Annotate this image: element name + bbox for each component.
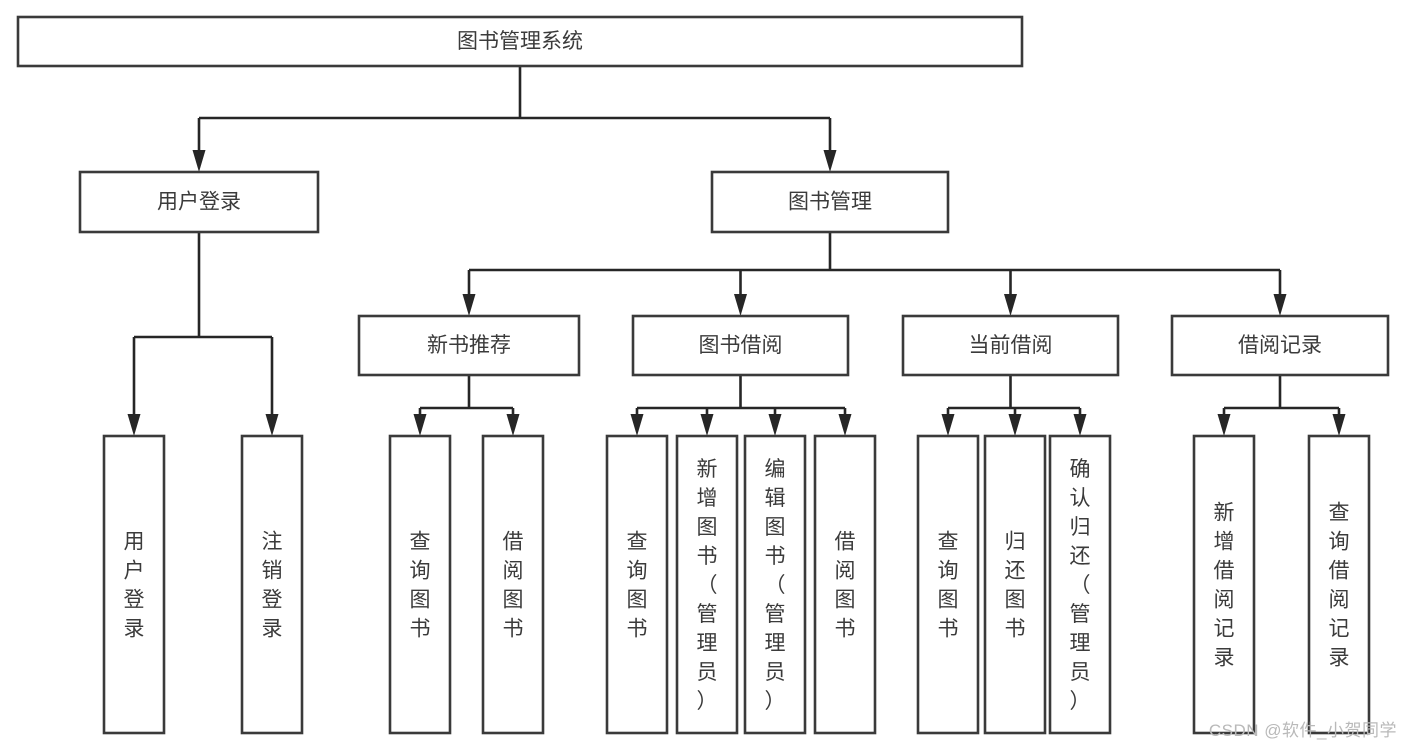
arrow-head-leaf-borrow-book (838, 414, 852, 436)
node-box-leaf-query-book-current (916, 434, 980, 735)
node-label-leaf-query-book-current: 查询图书 (938, 531, 959, 641)
node-new-book-recommend[interactable]: 新书推荐 (357, 314, 581, 377)
node-book-manage[interactable]: 图书管理 (710, 170, 950, 234)
node-label-leaf-borrow-book: 借阅图书 (835, 531, 856, 641)
node-box-root (16, 15, 1024, 68)
node-label-leaf-return-book: 归还图书 (1005, 531, 1026, 641)
node-leaf-borrow-book[interactable]: 借阅图书 (813, 434, 877, 735)
arrow-head-borrow-record (1273, 294, 1287, 316)
node-box-leaf-add-borrow-record (1192, 434, 1256, 735)
csdn-watermark: CSDN @软件_小贺同学 (1208, 721, 1397, 740)
node-leaf-return-book[interactable]: 归还图书 (983, 434, 1047, 735)
arrow-head-book-manage (823, 150, 837, 172)
node-label-leaf-confirm-return: 确认归还（管理员） (1070, 458, 1091, 713)
connector-layer (127, 66, 1346, 436)
node-label-book-borrow: 图书借阅 (699, 334, 783, 357)
node-root[interactable]: 图书管理系统 (16, 15, 1024, 68)
arrow-head-user-login (192, 150, 206, 172)
arrow-head-current-borrow (1004, 294, 1017, 316)
node-label-borrow-record: 借阅记录 (1238, 334, 1322, 357)
edges-from-root (192, 66, 837, 172)
node-box-borrow-record (1170, 314, 1390, 377)
edges-from-user-login (127, 232, 279, 436)
node-layer: 图书管理系统用户登录图书管理新书推荐图书借阅当前借阅借阅记录用户登录注销登录查询… (16, 15, 1390, 735)
node-leaf-borrow-book-recommend[interactable]: 借阅图书 (481, 434, 545, 735)
node-user-login[interactable]: 用户登录 (78, 170, 320, 234)
node-box-leaf-user-login (102, 434, 166, 735)
node-leaf-confirm-return[interactable]: 确认归还（管理员） (1048, 434, 1112, 735)
node-current-borrow[interactable]: 当前借阅 (901, 314, 1120, 377)
node-leaf-user-login[interactable]: 用户登录 (102, 434, 166, 735)
arrow-head-leaf-add-book (700, 414, 714, 436)
arrow-head-new-book-recommend (462, 294, 476, 316)
node-box-leaf-query-borrow-record (1307, 434, 1371, 735)
node-label-leaf-query-borrow-record: 查询借阅记录 (1329, 502, 1350, 670)
node-box-leaf-borrow-book (813, 434, 877, 735)
node-box-leaf-borrow-book-recommend (481, 434, 545, 735)
node-leaf-edit-book[interactable]: 编辑图书（管理员） (743, 434, 807, 735)
node-leaf-add-borrow-record[interactable]: 新增借阅记录 (1192, 434, 1256, 735)
node-label-leaf-add-borrow-record: 新增借阅记录 (1214, 502, 1235, 670)
node-borrow-record[interactable]: 借阅记录 (1170, 314, 1390, 377)
node-box-new-book-recommend (357, 314, 581, 377)
arrow-head-leaf-confirm-return (1073, 414, 1087, 436)
node-label-new-book-recommend: 新书推荐 (427, 334, 511, 357)
node-label-leaf-query-book-recommend: 查询图书 (410, 531, 431, 641)
arrow-head-leaf-add-borrow-record (1217, 414, 1231, 436)
node-label-leaf-user-login: 用户登录 (124, 531, 145, 641)
node-box-leaf-return-book (983, 434, 1047, 735)
node-label-current-borrow: 当前借阅 (969, 334, 1053, 357)
node-label-user-login: 用户登录 (157, 191, 241, 214)
arrow-head-book-borrow (734, 294, 747, 316)
node-leaf-query-book-current[interactable]: 查询图书 (916, 434, 980, 735)
node-box-leaf-logout (240, 434, 304, 735)
node-leaf-query-book-recommend[interactable]: 查询图书 (388, 434, 452, 735)
arrow-head-leaf-borrow-book-recommend (506, 414, 520, 436)
node-box-leaf-edit-book (743, 434, 807, 735)
arrow-head-leaf-logout (265, 414, 279, 436)
edges-from-borrow-record (1217, 375, 1346, 436)
edges-from-book-borrow (630, 375, 852, 436)
node-label-leaf-logout: 注销登录 (262, 531, 283, 641)
node-box-leaf-confirm-return (1048, 434, 1112, 735)
arrow-head-leaf-query-borrow-record (1332, 414, 1346, 436)
node-box-leaf-query-book-recommend (388, 434, 452, 735)
arrow-head-leaf-return-book (1008, 414, 1022, 436)
node-leaf-query-borrow-record[interactable]: 查询借阅记录 (1307, 434, 1371, 735)
node-leaf-logout[interactable]: 注销登录 (240, 434, 304, 735)
arrow-head-leaf-user-login (127, 414, 141, 436)
edges-from-new-book-recommend (413, 375, 520, 436)
node-book-borrow[interactable]: 图书借阅 (631, 314, 850, 377)
node-label-leaf-borrow-book-recommend: 借阅图书 (503, 531, 524, 641)
arrow-head-leaf-query-book-borrow (630, 414, 644, 436)
node-box-user-login (78, 170, 320, 234)
node-box-current-borrow (901, 314, 1120, 377)
node-leaf-add-book[interactable]: 新增图书（管理员） (675, 434, 739, 735)
node-label-book-manage: 图书管理 (788, 191, 872, 214)
node-label-root: 图书管理系统 (457, 30, 583, 53)
arrow-head-leaf-edit-book (768, 414, 782, 436)
node-box-book-manage (710, 170, 950, 234)
edges-from-current-borrow (941, 375, 1087, 436)
edges-from-book-manage (462, 232, 1287, 316)
node-leaf-query-book-borrow[interactable]: 查询图书 (605, 434, 669, 735)
node-box-leaf-query-book-borrow (605, 434, 669, 735)
node-box-leaf-add-book (675, 434, 739, 735)
node-box-book-borrow (631, 314, 850, 377)
node-label-leaf-edit-book: 编辑图书（管理员） (765, 458, 786, 713)
arrow-head-leaf-query-book-current (941, 414, 955, 436)
arrow-head-leaf-query-book-recommend (413, 414, 427, 436)
node-label-leaf-add-book: 新增图书（管理员） (697, 458, 718, 713)
node-label-leaf-query-book-borrow: 查询图书 (627, 531, 648, 641)
